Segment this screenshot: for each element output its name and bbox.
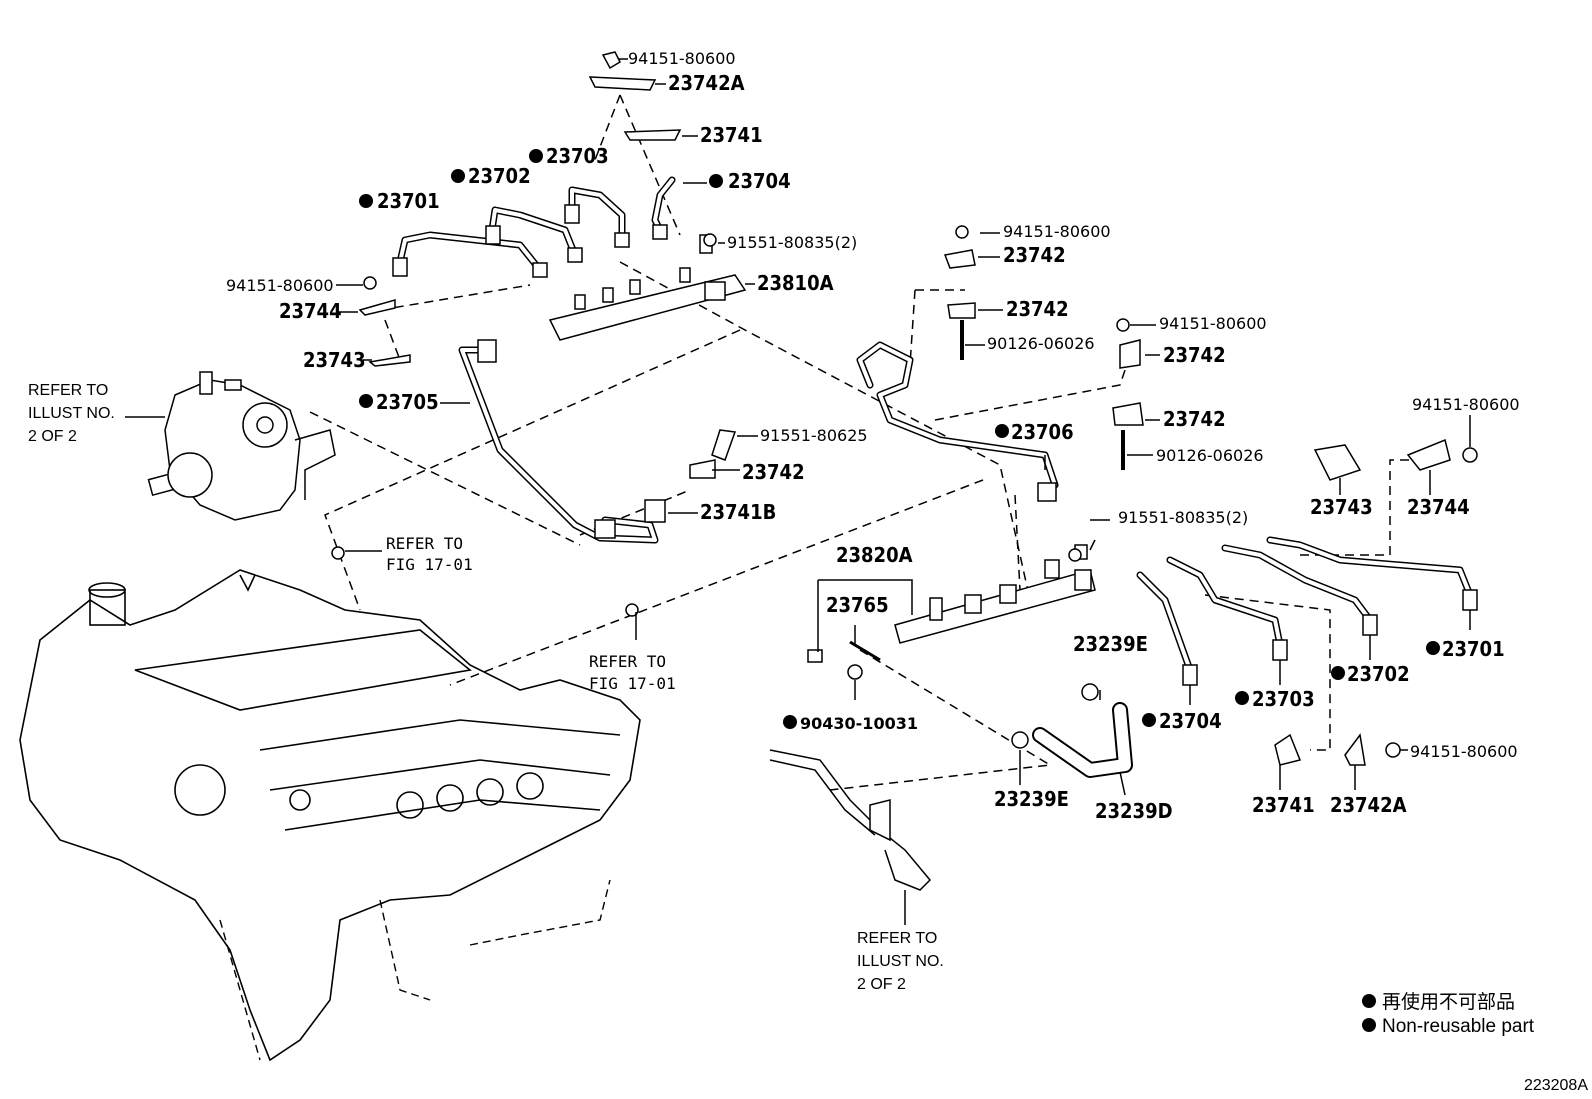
part-label: 23820A: [836, 543, 913, 567]
part-label: 23741B: [700, 500, 776, 524]
part-label: 91551-80835(2): [1118, 508, 1248, 527]
part-label: 94151-80600: [226, 276, 334, 295]
reference-note-line: FIG 17-01: [589, 674, 676, 693]
part-labels: 94151-80600 23742A 23741 23703 23702 237…: [226, 49, 1520, 823]
part-label: 90430-10031: [800, 714, 918, 733]
reference-note-line: 2 OF 2: [28, 428, 77, 445]
non-reusable-dot-icon: [1235, 691, 1249, 705]
legend-english: Non-reusable part: [1382, 1016, 1535, 1037]
reference-note-line: 2 OF 2: [857, 976, 906, 993]
part-label: 23705: [376, 390, 439, 414]
part-label: 23702: [468, 164, 531, 188]
reference-note-line: REFER TO: [857, 930, 937, 947]
part-label: 23702: [1347, 662, 1410, 686]
non-reusable-dot-icon: [529, 149, 543, 163]
non-reusable-dot-icon: [709, 174, 723, 188]
non-reusable-dot-icon: [451, 169, 465, 183]
part-label: 94151-80600: [1410, 742, 1518, 761]
part-label: 94151-80600: [1003, 222, 1111, 241]
non-reusable-dot-icon: [1362, 994, 1376, 1008]
part-label: 90126-06026: [1156, 446, 1264, 465]
non-reusable-dot-icon: [1331, 666, 1345, 680]
part-label: 94151-80600: [1159, 314, 1267, 333]
non-reusable-dot-icon: [783, 715, 797, 729]
reference-note-line: FIG 17-01: [386, 555, 473, 574]
part-label: 23742: [1163, 343, 1226, 367]
part-label: 91551-80835(2): [727, 233, 857, 252]
fuel-pump-illustration: [125, 371, 336, 521]
part-label: 23742: [1163, 407, 1226, 431]
part-label: 23704: [728, 169, 791, 193]
part-label: 23703: [546, 144, 609, 168]
non-reusable-dot-icon: [1426, 641, 1440, 655]
part-label: 23742A: [668, 71, 745, 95]
part-label: 23704: [1159, 709, 1222, 733]
non-reusable-dot-icon: [1142, 713, 1156, 727]
part-label: 23742: [742, 460, 805, 484]
legend: 再使用不可部品 Non-reusable part 223208A: [1362, 991, 1588, 1094]
illustration-code: 223208A: [1524, 1077, 1588, 1094]
part-label: 23741: [700, 123, 763, 147]
part-label: 23741: [1252, 793, 1315, 817]
engine-block-illustration: [19, 569, 641, 1062]
part-label: 23701: [377, 189, 440, 213]
non-reusable-dot-icon: [359, 194, 373, 208]
non-reusable-dot-icon: [359, 394, 373, 408]
reference-note-line: ILLUST NO.: [857, 953, 944, 970]
reference-note-line: REFER TO: [386, 534, 463, 553]
fuel-rail-left: [548, 234, 747, 341]
fuel-rail-right: [856, 341, 1096, 644]
part-label: 23742: [1006, 297, 1069, 321]
legend-japanese: 再使用不可部品: [1382, 991, 1515, 1013]
dashed-leaders: [309, 94, 1410, 791]
solid-leaders: [336, 58, 1471, 925]
part-label: 23743: [1310, 495, 1373, 519]
hardware-parts: [331, 51, 1478, 766]
part-label: 23239E: [1073, 632, 1148, 656]
reference-note-line: REFER TO: [28, 382, 108, 399]
part-label: 91551-80625: [760, 426, 868, 445]
fuel-pipes-upper: [392, 176, 676, 544]
part-label: 23706: [1011, 420, 1074, 444]
reference-notes: REFER TO ILLUST NO. 2 OF 2 REFER TO FIG …: [28, 382, 944, 993]
part-label: 23765: [826, 593, 889, 617]
non-reusable-dot-icon: [995, 424, 1009, 438]
part-label: 23742A: [1330, 793, 1407, 817]
part-label: 23703: [1252, 687, 1315, 711]
part-label: 94151-80600: [628, 49, 736, 68]
part-label: 23239E: [994, 787, 1069, 811]
part-label: 23742: [1003, 243, 1066, 267]
non-reusable-dot-icon: [1362, 1018, 1376, 1032]
part-label: 23810A: [757, 271, 834, 295]
fuel-pipes-right: [1136, 536, 1478, 686]
reference-note-line: ILLUST NO.: [28, 405, 115, 422]
part-label: 23744: [279, 299, 342, 323]
hose-and-bracket: [769, 683, 1133, 891]
part-label: 23701: [1442, 637, 1505, 661]
part-label: 94151-80600: [1412, 395, 1520, 414]
part-label: 23239D: [1095, 799, 1173, 823]
part-label: 23743: [303, 348, 366, 372]
part-label: 90126-06026: [987, 334, 1095, 353]
part-label: 23744: [1407, 495, 1470, 519]
reference-note-line: REFER TO: [589, 652, 666, 671]
